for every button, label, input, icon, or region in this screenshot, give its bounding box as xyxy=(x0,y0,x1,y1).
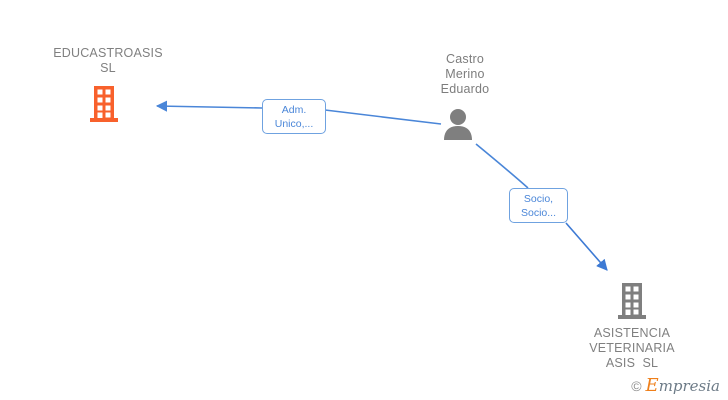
watermark-empresia: © Empresia xyxy=(631,375,720,396)
edge-socio[interactable] xyxy=(475,143,608,271)
node-label-asistencia-veterinaria-asis: ASISTENCIA VETERINARIA ASIS SL xyxy=(589,326,675,370)
edge-adm-unico[interactable] xyxy=(155,100,442,125)
node-label-educastroasis: EDUCASTROASIS SL xyxy=(53,46,163,75)
building-icon[interactable] xyxy=(616,283,648,319)
building-icon[interactable] xyxy=(88,86,120,122)
edge-label-socio[interactable]: Socio, Socio... xyxy=(509,188,568,223)
node-label-castro-merino-eduardo: Castro Merino Eduardo xyxy=(440,52,490,96)
person-icon[interactable] xyxy=(443,108,473,140)
brand-rest: mpresia xyxy=(658,377,720,395)
brand-initial: E xyxy=(645,375,659,396)
edge-label-adm-unico[interactable]: Adm. Unico,... xyxy=(262,99,326,134)
copyright-icon: © xyxy=(631,378,642,394)
brand-wordmark: Empresia xyxy=(645,375,720,396)
